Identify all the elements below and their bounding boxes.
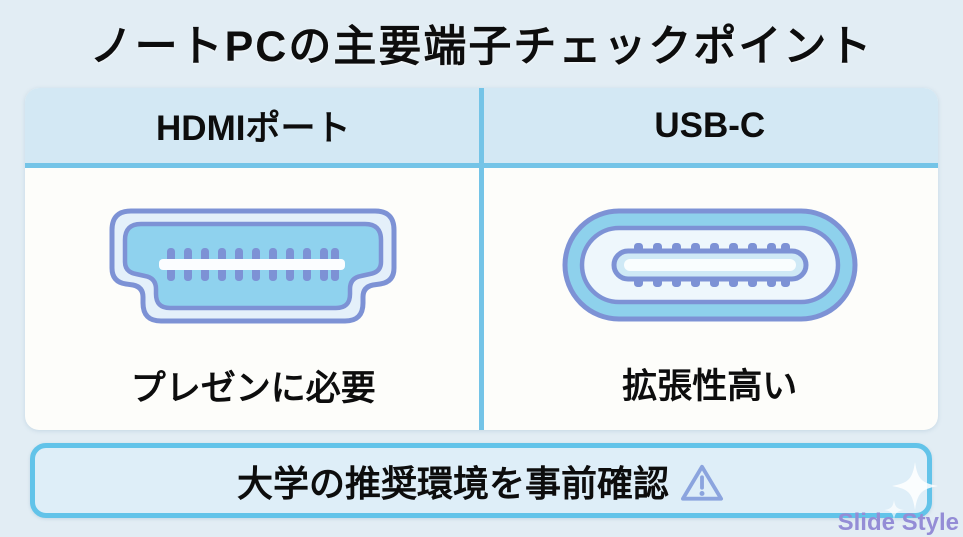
body-row: プレゼンに必要 拡張性高い	[25, 168, 938, 430]
warning-triangle-icon	[681, 464, 723, 501]
header-cell-hdmi: HDMIポート	[156, 109, 351, 148]
usb-c-connector-icon	[562, 208, 858, 322]
watermark-text: Slide Style	[837, 509, 959, 536]
column-divider	[479, 88, 484, 430]
notice-banner: 大学の推奨環境を事前確認	[30, 443, 932, 518]
sparkle-icon	[884, 462, 938, 520]
port-caption-usbc: 拡張性高い	[622, 367, 798, 406]
hdmi-connector-icon	[109, 208, 397, 324]
port-caption-hdmi: プレゼンに必要	[130, 369, 376, 408]
notice-banner-text: 大学の推奨環境を事前確認	[236, 462, 669, 504]
slide-title: ノートPCの主要端子チェックポイント	[89, 23, 874, 71]
port-cell-hdmi: プレゼンに必要	[25, 168, 482, 430]
port-cell-usbc: 拡張性高い	[482, 168, 939, 430]
comparison-card: HDMIポート USB-C プレゼンに必要	[25, 88, 938, 430]
header-cell-usbc: USB-C	[654, 105, 766, 145]
